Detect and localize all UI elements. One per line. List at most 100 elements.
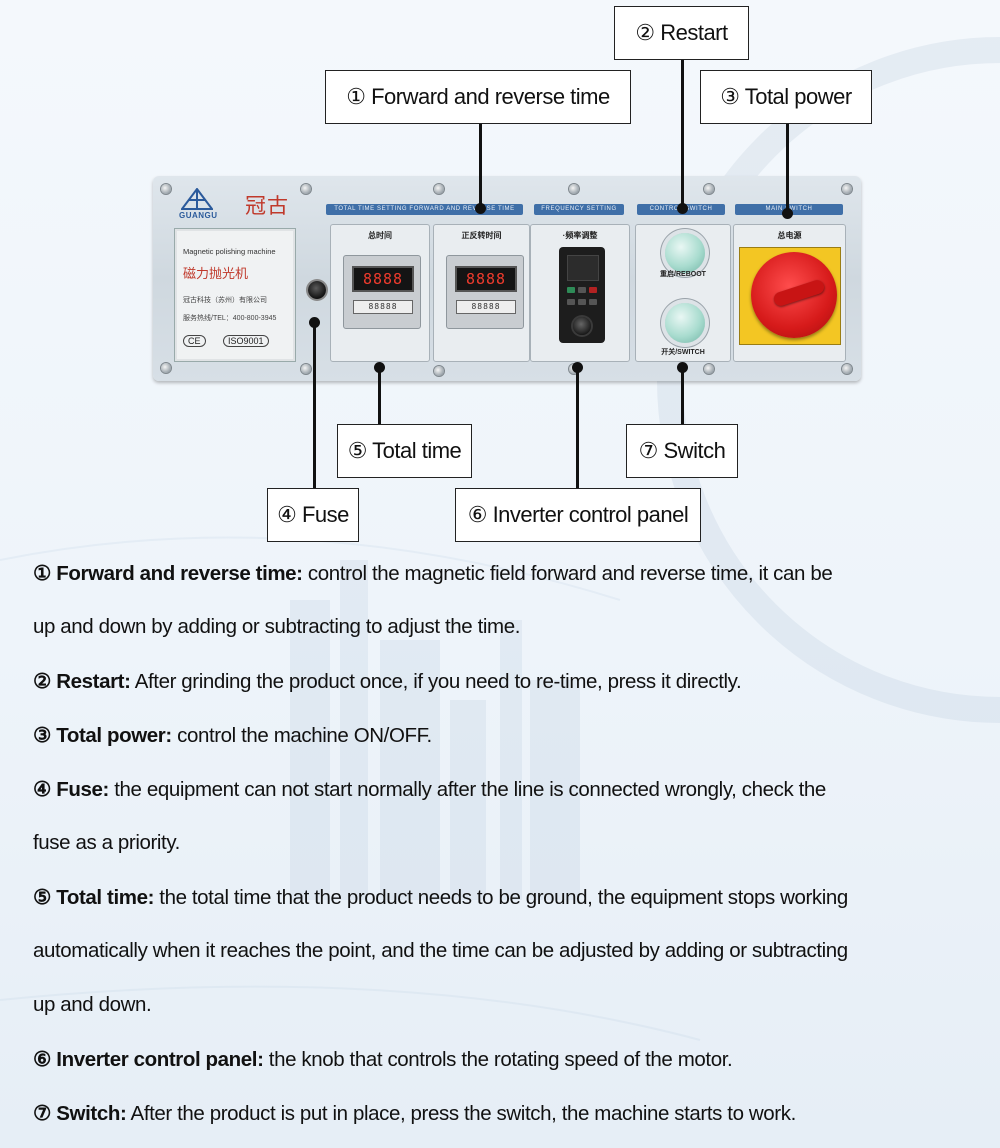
leader-fuse bbox=[313, 322, 316, 488]
timer-display: 8888 bbox=[352, 266, 414, 292]
iso-mark: ISO9001 bbox=[223, 335, 269, 347]
total-time-label: 总时间 bbox=[368, 231, 392, 240]
control-switch-box: 重启/REBOOT 开关/SWITCH bbox=[635, 224, 731, 362]
leader-dot bbox=[677, 203, 688, 214]
leader-dot bbox=[374, 362, 385, 373]
frequency-label: ·频率调整 bbox=[562, 231, 598, 240]
strip-time-setting: TOTAL TIME SETTING FORWARD AND REVERSE T… bbox=[326, 204, 523, 215]
callout-restart: ② Restart bbox=[614, 6, 749, 60]
leader-forward bbox=[479, 122, 482, 209]
reboot-button[interactable] bbox=[665, 233, 705, 273]
screw bbox=[301, 184, 311, 194]
description-line: ① Forward and reverse time: control the … bbox=[33, 561, 978, 586]
nameplate-product: 磁力抛光机 bbox=[183, 267, 249, 282]
screw bbox=[161, 363, 171, 373]
fwd-rev-label: 正反转时间 bbox=[461, 231, 502, 240]
inverter-screen bbox=[567, 255, 599, 281]
inverter-button[interactable] bbox=[589, 299, 597, 305]
description-line: up and down by adding or subtracting to … bbox=[33, 615, 978, 639]
callout-fuse: ④ Fuse bbox=[267, 488, 359, 542]
description-text: control the magnetic field forward and r… bbox=[302, 562, 833, 585]
main-power-label: 总电源 bbox=[777, 231, 802, 240]
inverter-button[interactable] bbox=[567, 299, 575, 305]
description-line: automatically when it reaches the point,… bbox=[33, 939, 978, 963]
timer-keys[interactable]: 88888 bbox=[353, 300, 413, 314]
speed-knob[interactable] bbox=[573, 317, 591, 335]
leader-restart bbox=[681, 58, 684, 209]
screw bbox=[704, 184, 714, 194]
total-time-box: 总时间 8888 88888 bbox=[330, 224, 430, 362]
nameplate-company: 冠古科技（苏州）有限公司 bbox=[183, 297, 267, 304]
leader-power bbox=[786, 122, 789, 214]
inverter-button[interactable] bbox=[578, 287, 586, 293]
description-heading: ⑥ Inverter control panel: bbox=[33, 1048, 264, 1071]
leader-dot bbox=[782, 208, 793, 219]
screw bbox=[434, 184, 444, 194]
total-time-timer[interactable]: 8888 88888 bbox=[343, 255, 421, 329]
leader-dot bbox=[677, 362, 688, 373]
description-text: the equipment can not start normally aft… bbox=[108, 778, 826, 801]
frequency-box: ·频率调整 bbox=[530, 224, 630, 362]
description-text: up and down. bbox=[33, 993, 152, 1016]
inverter-button[interactable] bbox=[589, 287, 597, 293]
ce-mark: CE bbox=[183, 335, 206, 347]
screw bbox=[704, 364, 714, 374]
inverter-button[interactable] bbox=[578, 299, 586, 305]
description-text: After the product is put in place, press… bbox=[126, 1102, 797, 1125]
description-heading: ① Forward and reverse time: bbox=[33, 562, 303, 585]
brand-name-cn: 冠古 bbox=[245, 194, 289, 218]
inverter-button[interactable] bbox=[567, 287, 575, 293]
switch-label: 开关/SWITCH bbox=[661, 349, 705, 356]
description-line: ⑥ Inverter control panel: the knob that … bbox=[33, 1047, 978, 1072]
main-power-isolator bbox=[739, 247, 841, 345]
description-text: After grinding the product once, if you … bbox=[130, 670, 742, 693]
main-power-box: 总电源 bbox=[733, 224, 846, 362]
nameplate-title: Magnetic polishing machine bbox=[183, 247, 276, 256]
fwd-rev-timer[interactable]: 8888 88888 bbox=[446, 255, 524, 329]
description-line: ③ Total power: control the machine ON/OF… bbox=[33, 723, 978, 748]
screw bbox=[301, 364, 311, 374]
brand-name-en: GUANGU bbox=[179, 211, 218, 220]
description-heading: ③ Total power: bbox=[33, 724, 172, 747]
strip-frequency: FREQUENCY SETTING bbox=[534, 204, 624, 215]
nameplate-hotline: 服务热线/TEL：400-800-3945 bbox=[183, 315, 277, 322]
description-heading: ④ Fuse: bbox=[33, 778, 109, 801]
leader-total-time bbox=[378, 366, 381, 424]
description-heading: ⑤ Total time: bbox=[33, 886, 154, 909]
description-text: the knob that controls the rotating spee… bbox=[263, 1048, 733, 1071]
timer-keys[interactable]: 88888 bbox=[456, 300, 516, 314]
leader-switch bbox=[681, 366, 684, 424]
description-text: automatically when it reaches the point,… bbox=[33, 939, 848, 962]
description-line: ④ Fuse: the equipment can not start norm… bbox=[33, 777, 978, 802]
guangu-logo-icon bbox=[181, 188, 213, 210]
reboot-label: 重启/REBOOT bbox=[660, 271, 706, 278]
screw bbox=[434, 366, 444, 376]
description-line: ⑦ Switch: After the product is put in pl… bbox=[33, 1101, 978, 1126]
leader-inverter bbox=[576, 366, 579, 488]
description-heading: ② Restart: bbox=[33, 670, 131, 693]
switch-button[interactable] bbox=[665, 303, 705, 343]
callout-inverter-control-panel: ⑥ Inverter control panel bbox=[455, 488, 701, 542]
leader-dot bbox=[309, 317, 320, 328]
screw bbox=[161, 184, 171, 194]
description-line: ⑤ Total time: the total time that the pr… bbox=[33, 885, 978, 910]
fwd-rev-box: 正反转时间 8888 88888 bbox=[433, 224, 530, 362]
description-line: fuse as a priority. bbox=[33, 831, 978, 855]
description-line: up and down. bbox=[33, 993, 978, 1017]
callout-total-time: ⑤ Total time bbox=[337, 424, 472, 478]
brand: GUANGU 冠古 bbox=[173, 184, 303, 224]
timer-display: 8888 bbox=[455, 266, 517, 292]
description-line: ② Restart: After grinding the product on… bbox=[33, 669, 978, 694]
callout-switch: ⑦ Switch bbox=[626, 424, 738, 478]
inverter-panel[interactable] bbox=[559, 247, 605, 343]
nameplate: Magnetic polishing machine 磁力抛光机 冠古科技（苏州… bbox=[174, 228, 296, 362]
description-text: control the machine ON/OFF. bbox=[171, 724, 432, 747]
screw bbox=[842, 364, 852, 374]
screw bbox=[842, 184, 852, 194]
description-text: the total time that the product needs to… bbox=[154, 886, 848, 909]
fuse-holder[interactable] bbox=[308, 281, 326, 299]
description-text: up and down by adding or subtracting to … bbox=[33, 615, 521, 638]
description-text: fuse as a priority. bbox=[33, 831, 180, 854]
control-panel: GUANGU 冠古 Magnetic polishing machine 磁力抛… bbox=[153, 176, 861, 381]
callout-forward-reverse-time: ① Forward and reverse time bbox=[325, 70, 631, 124]
